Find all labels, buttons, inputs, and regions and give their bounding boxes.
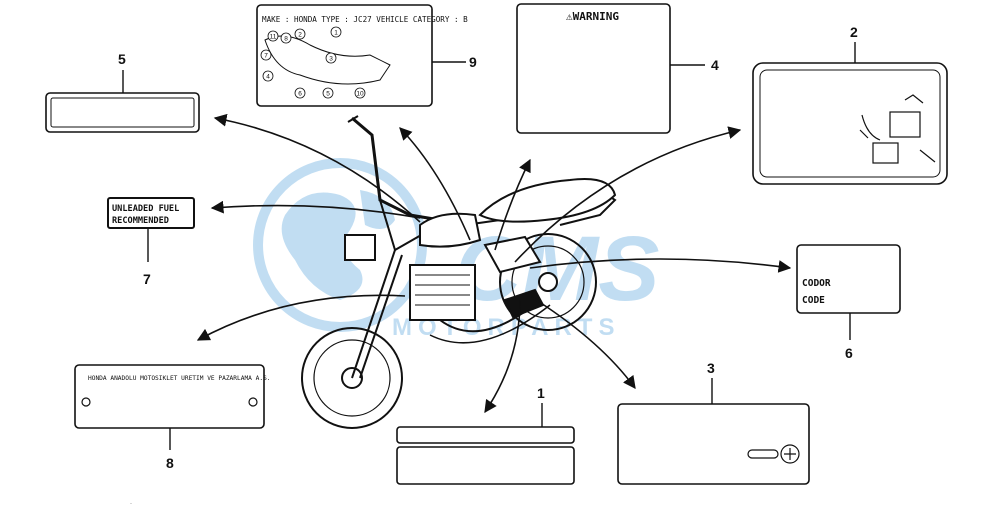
arrow-to-label-3 [529,295,636,390]
label-9-text: MAKE : HONDA TYPE : JC27 VEHICLE CATEGOR… [262,15,468,24]
leader-arrows [196,113,792,414]
label-8-text: HONDA ANADOLU MOTOSIKLET URETIM VE PAZAR… [88,375,271,382]
label-9-callout-circle [262,70,274,82]
label-9-callout-number: 3 [329,56,333,63]
label-9-callout-number: 7 [264,53,268,60]
handlebar [351,116,441,222]
label-5-number: 5 [118,51,126,67]
label-9: MAKE : HONDA TYPE : JC27 VEHICLE CATEGOR… [256,4,477,107]
label-7-line-1: UNLEADED FUEL [112,204,179,214]
label-1: 1 [396,385,575,485]
label-6-line-2: CODE [802,295,825,306]
motorcycle-drawing [301,115,617,429]
label-9-callout-circle [330,26,342,38]
arrow-to-label-2 [514,126,742,263]
label-5-inner [50,97,195,128]
label-9-callout-number: 4 [266,74,270,81]
label-9-callout-number: 8 [284,36,288,43]
fuel-tank [419,212,482,248]
front-wheel [301,327,403,429]
rear-wheel [499,233,597,331]
label-8: HONDA ANADOLU MOTOSIKLET URETIM VE PAZAR… [74,364,271,471]
arrow-to-label-4 [494,158,531,251]
label-2-number: 2 [850,24,858,40]
label-4: ⚠WARNING 4 [516,3,719,134]
label-9-callout-circle [354,87,366,99]
label-3-number: 3 [707,360,715,376]
label-9-callout-circle [260,49,272,61]
engine [409,264,476,321]
label-3: 3 [617,360,810,485]
watermark-brand: CMS [455,218,659,320]
label-7-line-2: RECOMMENDED [112,216,169,226]
label-3-plate [617,403,810,485]
label-9-callouts: 11 8 2 1 7 3 4 6 5 10 [260,26,366,99]
label-8-rivet-right [248,397,258,407]
label-9-number: 9 [469,54,477,70]
label-6: CODOR CODE 6 [796,244,901,361]
label-9-callout-circle [322,87,334,99]
label-4-number: 4 [711,57,719,73]
label-3-key-sketch [747,444,800,464]
label-9-callout-circle [294,87,306,99]
label-6-line-1: CODOR [802,278,831,289]
label-4-warning-text: ⚠WARNING [566,10,619,23]
label-2: 2 [752,24,948,185]
arrow-to-label-6 [529,258,792,273]
label-1-number: 1 [537,385,545,401]
seat [478,178,617,223]
headlight [344,234,376,261]
label-9-callout-circle [280,32,292,44]
watermark-globe-land [281,192,363,300]
label-1-strip-bottom [396,446,575,485]
arrow-to-label-5 [213,113,421,223]
label-2-plate [752,62,948,185]
label-9-callout-number: 6 [298,91,302,98]
label-7-number: 7 [143,271,151,287]
arrow-to-label-1 [484,299,521,414]
label-9-callout-circle [325,52,337,64]
label-4-plate [516,3,671,134]
label-9-callout-number: 2 [298,32,302,39]
label-9-callout-number: 11 [270,34,277,41]
arrow-to-label-8 [196,294,406,341]
label-9-callout-circle [267,30,279,42]
bottom-mark: - [130,501,132,507]
label-8-rivet-left [81,397,91,407]
arrow-to-label-7 [210,200,421,219]
label-5-plate [45,92,200,133]
label-9-callout-number: 10 [356,91,364,98]
label-7-plate [107,197,195,229]
label-1-strip-top [396,426,575,444]
label-6-plate [796,244,901,314]
label-8-number: 8 [166,455,174,471]
label-9-callout-number: 5 [326,91,330,98]
side-cover [483,235,542,274]
label-9-callout-circle [294,28,306,40]
label-5: 5 [45,51,200,133]
label-9-callout-number: 1 [334,30,338,37]
label-2-inner [759,69,941,178]
label-2-battery-sketch [859,94,936,164]
label-9-bike-sketch [264,35,391,85]
label-6-number: 6 [845,345,853,361]
arrow-to-label-9 [399,127,471,241]
label-7: UNLEADED FUEL RECOMMENDED 7 [107,197,195,287]
